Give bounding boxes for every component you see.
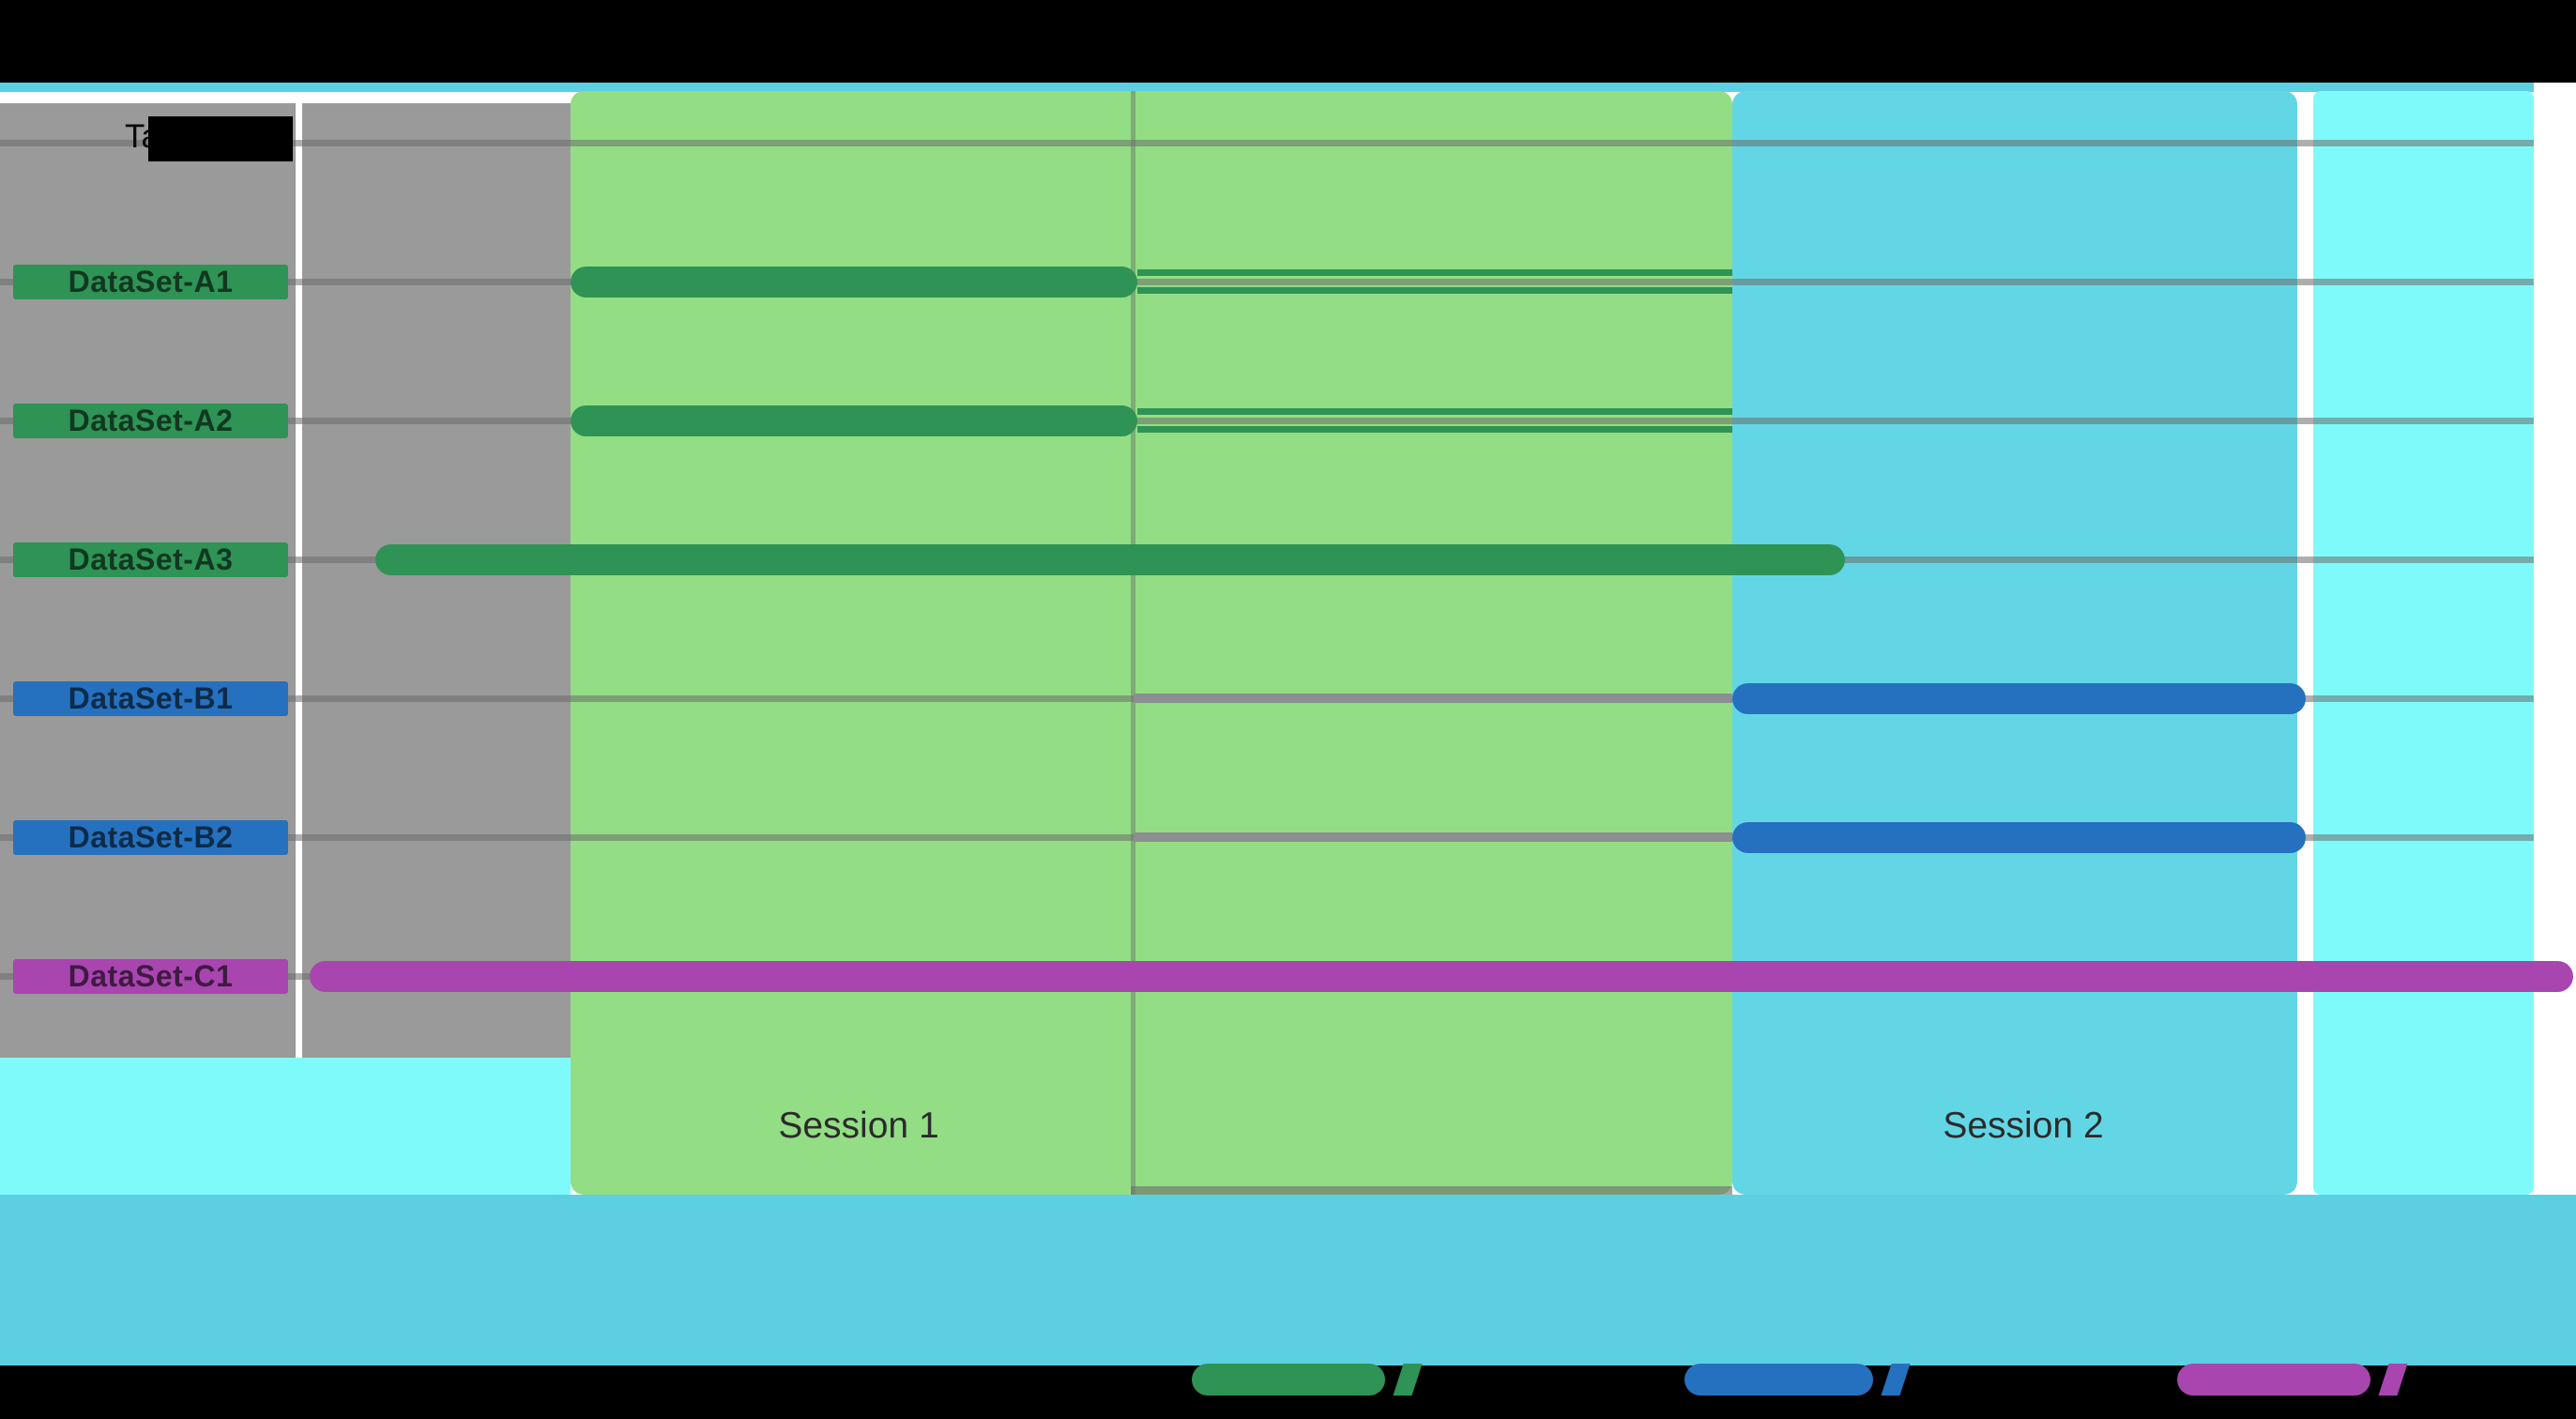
task-label-badge: DataSet-A3: [13, 542, 288, 577]
queue-segment: [1134, 832, 1732, 842]
session1-background: [571, 91, 1732, 1195]
task-label-badge: DataSet-A2: [13, 404, 288, 438]
footer-band: [0, 1195, 2576, 1366]
gantt-bar: [310, 961, 2573, 992]
queue-segment: [1134, 694, 1732, 703]
below-labels-background: [0, 1058, 571, 1195]
task-label: DataSet-A2: [68, 404, 234, 437]
task-label-badge: DataSet-A1: [13, 265, 288, 299]
task-label: DataSet-B1: [68, 681, 234, 715]
task-label-column: [0, 103, 571, 1058]
gantt-bar: [571, 267, 1137, 298]
task-label-badge: DataSet-B1: [13, 681, 288, 716]
horizontal-gridline: [0, 418, 2534, 424]
trailing-outline-segment: [1137, 269, 1732, 294]
gantt-bar: [571, 405, 1137, 436]
trailing-outline-segment: [1137, 408, 1732, 433]
vertical-gridline: [1131, 91, 1136, 1195]
bottom-axis-line: [1131, 1186, 1732, 1195]
legend-swatch-3: [2177, 1364, 2370, 1396]
session2-label: Session 2: [1943, 1106, 2104, 1146]
session1-label: Session 1: [778, 1106, 939, 1146]
top-cyan-strip: [0, 83, 2534, 92]
top-redaction-band: [0, 0, 2576, 83]
task-label-badge: DataSet-C1: [13, 959, 288, 994]
legend-swatch-1: [1192, 1364, 1385, 1396]
task-label: DataSet-A1: [68, 265, 234, 298]
horizontal-gridline: [0, 279, 2534, 285]
legend-swatch-2: [1684, 1364, 1873, 1396]
gantt-bar: [375, 544, 1845, 575]
gantt-bar: [1732, 822, 2306, 853]
after-session2-background: [2313, 91, 2534, 1195]
task-label-badge: DataSet-B2: [13, 820, 288, 855]
task-label: DataSet-B2: [68, 820, 234, 854]
task-label: DataSet-C1: [68, 959, 234, 993]
y-axis-title-redaction: [148, 116, 293, 161]
horizontal-gridline: [0, 140, 2534, 146]
session2-background: [1732, 91, 2297, 1195]
task-label: DataSet-A3: [68, 542, 234, 576]
gantt-bar: [1732, 683, 2306, 714]
label-column-separator: [296, 103, 302, 1058]
